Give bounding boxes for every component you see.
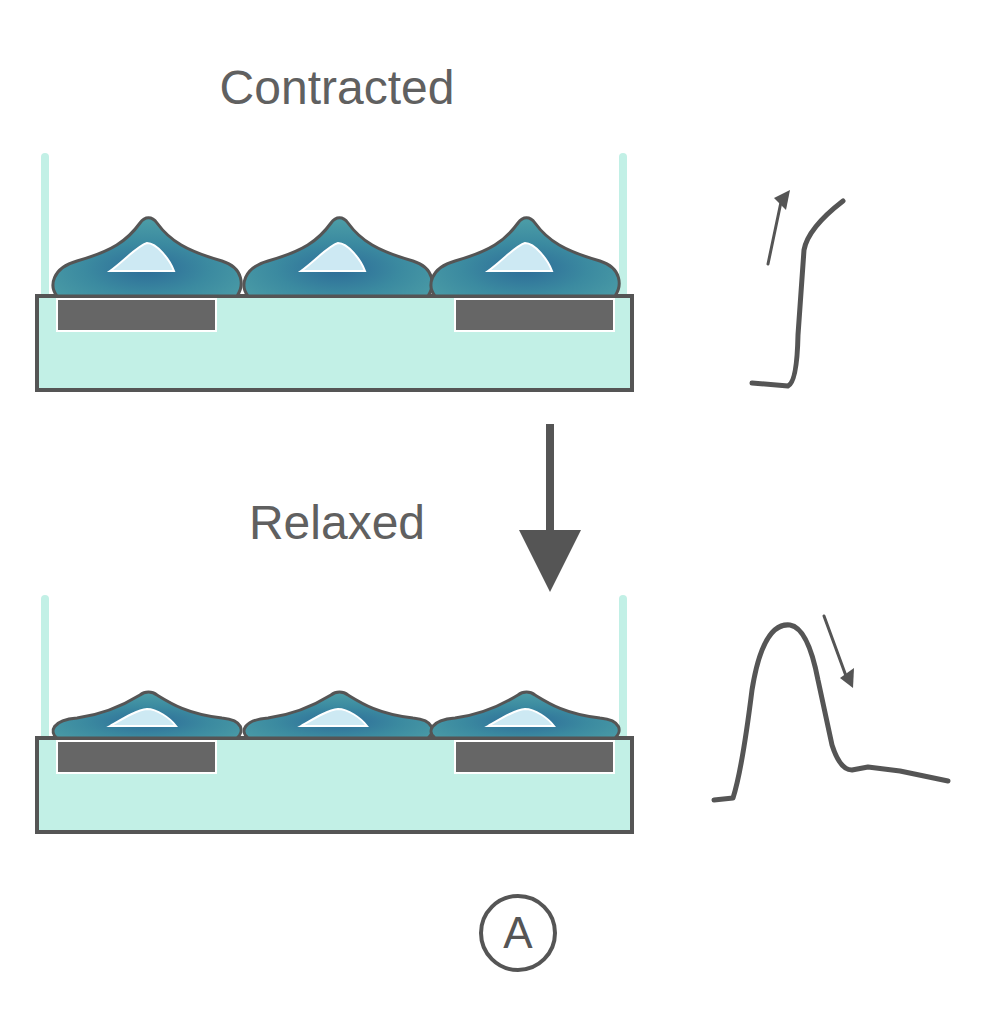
relaxed-well bbox=[37, 599, 632, 832]
state-label: Contracted bbox=[220, 64, 455, 112]
panel-letter: A bbox=[503, 911, 532, 955]
panel-letter-circle: A bbox=[479, 894, 557, 972]
arrow-head bbox=[840, 668, 854, 688]
state-label: Relaxed bbox=[249, 499, 425, 547]
arrow-head bbox=[774, 190, 790, 210]
transition-arrow bbox=[519, 424, 581, 592]
signal-traces bbox=[714, 201, 948, 800]
contracted-well bbox=[37, 157, 632, 390]
